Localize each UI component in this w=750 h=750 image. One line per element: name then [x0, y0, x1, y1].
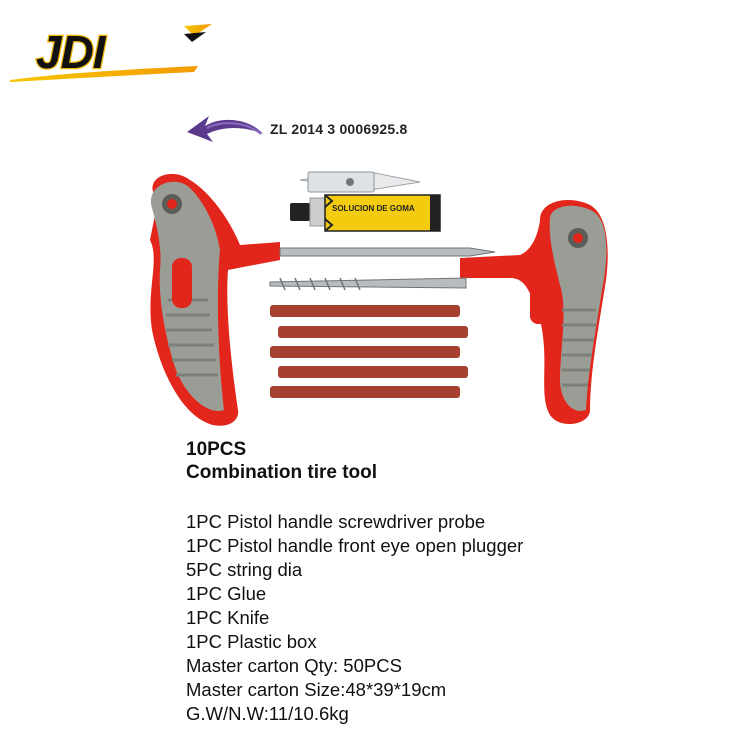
knife-icon [299, 171, 421, 193]
left-pistol-handle [150, 173, 280, 426]
spec-line: G.W/N.W:11/10.6kg [186, 703, 349, 724]
glue-tube-label: SOLUCION DE GOMA [332, 204, 415, 213]
spec-line: 5PC string dia [186, 559, 303, 580]
spec-line: 1PC Pistol handle screwdriver probe [186, 511, 486, 532]
product-name: Combination tire tool [186, 462, 378, 483]
spec-line: 1PC Glue [186, 583, 267, 604]
spec-line: Master carton Size:48*39*19cm [186, 679, 447, 700]
spec-list: 1PC Pistol handle screwdriver probe 1PC … [186, 510, 523, 726]
brand-logo: JDI [10, 24, 212, 82]
product-count: 10PCS [186, 439, 247, 460]
spec-line: 1PC Knife [186, 607, 270, 628]
product-title: 10PCS Combination tire tool [186, 438, 377, 484]
glue-tube-icon: SOLUCION DE GOMA [290, 194, 441, 232]
patent-number: ZL 2014 3 0006925.8 [270, 121, 408, 137]
brand-logo-text: JDI [36, 26, 107, 78]
repair-strings [270, 305, 468, 398]
product-image: SOLUCION DE GOMA [150, 171, 608, 426]
spec-line: Master carton Qty: 50PCS [186, 655, 402, 676]
right-pistol-handle [460, 200, 608, 425]
spec-line: 1PC Plastic box [186, 631, 317, 652]
curved-arrow-left-icon [187, 116, 263, 142]
spec-line: 1PC Pistol handle front eye open plugger [186, 535, 524, 556]
